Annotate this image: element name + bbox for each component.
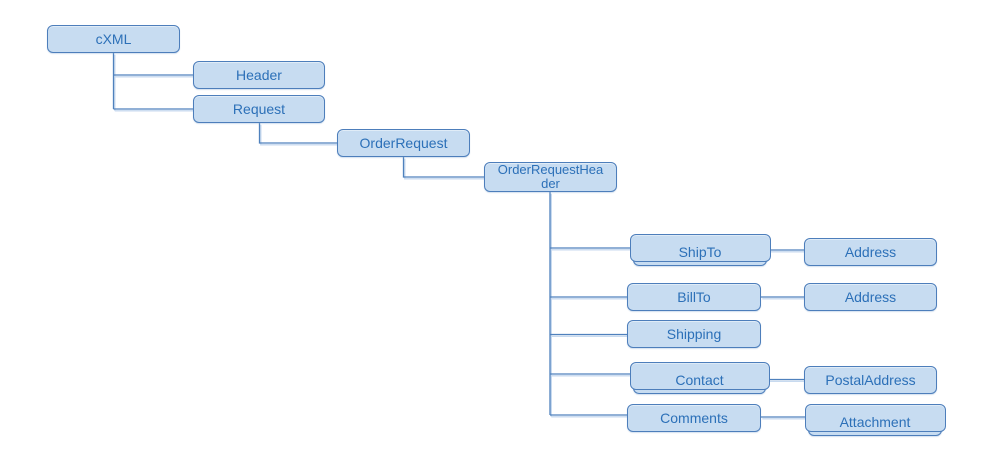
node-order-request-header[interactable]: OrderRequestHeader (484, 162, 617, 192)
node-request[interactable]: Request (193, 95, 325, 123)
node-attachment[interactable]: Attachment (805, 404, 946, 436)
node-shipping-label: Shipping (666, 326, 722, 342)
node-order-request-header-label: OrderRequestHeader (497, 162, 604, 191)
node-contact-label: Contact (675, 372, 724, 388)
node-shipping[interactable]: Shipping (627, 320, 761, 348)
node-cxml[interactable]: cXML (47, 25, 180, 53)
node-postal-address[interactable]: PostalAddress (804, 366, 937, 394)
connector-main-path (112, 53, 809, 418)
node-bill-to[interactable]: BillTo (627, 283, 761, 311)
node-address-of-ship-to[interactable]: Address (804, 238, 937, 266)
node-address-label: Address (844, 244, 897, 260)
node-header[interactable]: Header (193, 61, 325, 89)
node-address-of-bill-to[interactable]: Address (804, 283, 937, 311)
node-header-label: Header (236, 67, 282, 83)
node-order-request[interactable]: OrderRequest (337, 129, 470, 157)
node-comments-label: Comments (660, 410, 728, 426)
node-ship-to-label: ShipTo (678, 244, 722, 260)
node-bill-to-label: BillTo (677, 289, 711, 305)
node-postal-address-label: PostalAddress (825, 372, 916, 388)
connector-shadow-path (114, 54, 811, 420)
node-cxml-label: cXML (95, 31, 132, 47)
node-comments[interactable]: Comments (627, 404, 761, 432)
node-attachment-label: Attachment (839, 414, 911, 430)
node-order-request-label: OrderRequest (359, 135, 448, 151)
node-ship-to[interactable]: ShipTo (630, 234, 771, 266)
node-address-label: Address (844, 289, 897, 305)
node-request-label: Request (232, 101, 286, 117)
node-contact[interactable]: Contact (630, 362, 770, 394)
